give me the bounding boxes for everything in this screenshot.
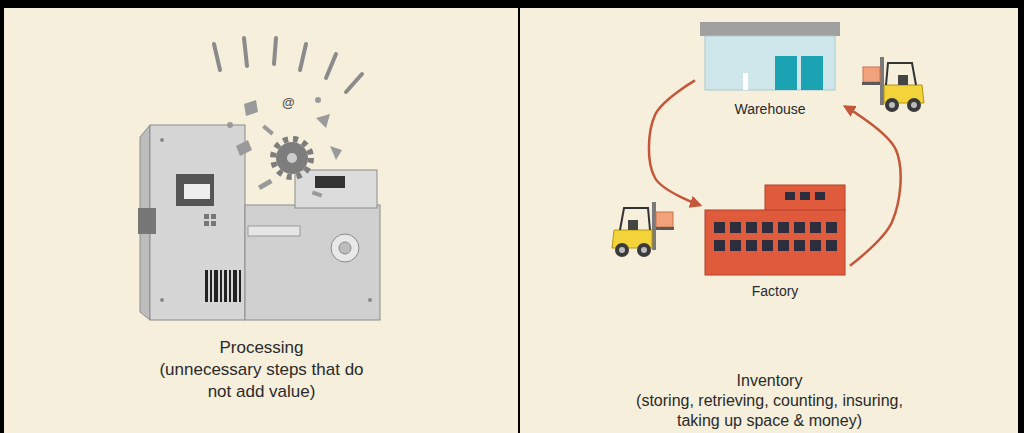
barcode [205, 270, 241, 302]
feed-slot [138, 208, 156, 234]
panel-box: Inventory(storing, retrieving, counting,… [521, 8, 1018, 433]
rivet [368, 298, 372, 302]
factory-window [810, 240, 821, 251]
factory-window [762, 240, 773, 251]
output-tray [248, 226, 300, 236]
warehouse-wall [705, 36, 835, 90]
panel-caption: (storing, retrieving, counting, insuring… [622, 391, 917, 431]
machine-button [204, 214, 209, 219]
factory-window [762, 222, 773, 233]
debris-piece [330, 146, 342, 160]
dial-center [339, 242, 351, 254]
processing-machine [138, 38, 380, 320]
factory-building [705, 185, 845, 275]
building-node: Factory [700, 180, 850, 306]
gear-hole [287, 153, 297, 163]
factory-window [826, 222, 837, 233]
burst-line [346, 74, 362, 92]
debris-piece [236, 140, 252, 156]
barcode-bar [229, 270, 231, 302]
rivet [160, 298, 164, 302]
factory-window [794, 240, 805, 251]
barcode-bar [224, 270, 227, 302]
building-label: Factory [752, 283, 799, 300]
gear [276, 142, 308, 174]
frame-top [0, 0, 1024, 8]
debris-piece [316, 114, 330, 128]
debris [227, 97, 342, 198]
factory-body [705, 210, 845, 275]
forklift [862, 57, 924, 112]
machine-button [204, 221, 209, 226]
panel-caption: (unnecessary steps that do not add value… [156, 359, 368, 403]
factory-window [794, 222, 805, 233]
panel-divider [518, 8, 520, 433]
machine-slot [176, 174, 214, 206]
barcode-bar [214, 270, 218, 302]
factory-window [746, 222, 757, 233]
factory-window [778, 222, 789, 233]
forklift [612, 202, 674, 257]
panel-title: Inventory [737, 371, 803, 391]
factory-window [785, 192, 795, 200]
burst-line [214, 44, 220, 70]
factory-window [778, 240, 789, 251]
warehouse-building [700, 22, 840, 90]
building-label: Warehouse [734, 101, 805, 118]
machine-button [211, 214, 216, 219]
burst-lines [214, 38, 362, 92]
factory-window [800, 192, 810, 200]
debris-piece [262, 125, 274, 136]
factory-window [714, 240, 725, 251]
factory-window [730, 240, 741, 251]
rivet [160, 138, 164, 142]
building-node: Warehouse [695, 18, 845, 122]
machine-base [245, 205, 380, 320]
barcode-bar [220, 270, 222, 302]
warehouse-roof [700, 22, 840, 36]
factory-window [815, 192, 825, 200]
debris-piece [315, 97, 321, 103]
burst-line [274, 38, 276, 64]
debris-piece [312, 190, 323, 197]
warehouse-door [743, 73, 748, 90]
factory-window [730, 222, 741, 233]
panel-box: Processing(unnecessary steps that do not… [5, 8, 518, 433]
burst-line [300, 44, 306, 70]
factory-windows [714, 192, 837, 251]
debris-symbol: @ [282, 95, 295, 110]
factory-upper [765, 185, 845, 211]
burst-line [244, 38, 247, 66]
machine-button [211, 221, 216, 226]
barcode-bar [210, 270, 212, 302]
panel-title: Processing [219, 337, 303, 359]
factory-window [746, 240, 757, 251]
gear-teeth [273, 139, 311, 177]
machine-dial [331, 234, 359, 262]
barcode-bar [205, 270, 208, 302]
flow-arrow [845, 106, 901, 265]
machine-display [315, 176, 345, 188]
barcode-bar [233, 270, 237, 302]
barcode-bar [239, 270, 241, 302]
frame-left [0, 0, 4, 433]
debris-piece [244, 100, 258, 116]
machine-top-block [295, 170, 377, 208]
debris-piece [258, 179, 273, 190]
debris-piece [227, 122, 233, 128]
flow-arrow [649, 80, 700, 205]
factory-window [810, 222, 821, 233]
machine-tower [150, 125, 245, 320]
factory-window [714, 222, 725, 233]
burst-line [326, 54, 336, 78]
factory-window [826, 240, 837, 251]
frame-right [1018, 0, 1024, 433]
warehouse-gate [775, 56, 797, 90]
warehouse-gate [801, 56, 823, 90]
paper-sheet [184, 184, 210, 199]
